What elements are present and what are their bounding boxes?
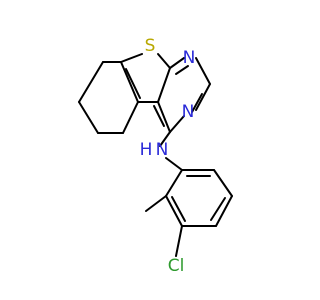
- bond: [171, 196, 186, 222]
- bond: [165, 169, 183, 197]
- bond: [215, 195, 233, 227]
- bond: [169, 57, 185, 69]
- bond: [78, 101, 99, 134]
- bond: [145, 195, 167, 212]
- bond: [191, 93, 203, 113]
- bond: [175, 225, 183, 257]
- amine-nitrogen-label: N: [156, 140, 169, 160]
- bond: [120, 61, 139, 103]
- bond: [175, 65, 189, 75]
- bond: [165, 157, 183, 171]
- bond: [120, 53, 143, 63]
- atom-labels: S N N N H Cl: [140, 36, 196, 276]
- bond: [125, 68, 141, 99]
- bond: [165, 195, 183, 227]
- bond: [195, 83, 211, 111]
- bond-lines: [78, 53, 233, 257]
- bond: [159, 131, 171, 147]
- bond: [78, 61, 104, 103]
- bond: [210, 197, 226, 221]
- bond: [169, 115, 185, 133]
- bond: [213, 169, 233, 197]
- bond: [157, 53, 171, 69]
- bond: [195, 57, 211, 85]
- chlorine-atom-label: Cl: [168, 256, 185, 276]
- nitrogen-atom-label: N: [183, 48, 196, 68]
- nitrogen-atom-label: N: [182, 102, 195, 122]
- sulfur-atom-label: S: [145, 36, 156, 56]
- bond: [157, 67, 171, 103]
- amine-hydrogen-label: H: [140, 140, 153, 160]
- molecule-structure: S N N N H Cl: [78, 36, 233, 276]
- bond: [153, 105, 165, 127]
- bond: [157, 101, 171, 133]
- bond: [122, 101, 139, 134]
